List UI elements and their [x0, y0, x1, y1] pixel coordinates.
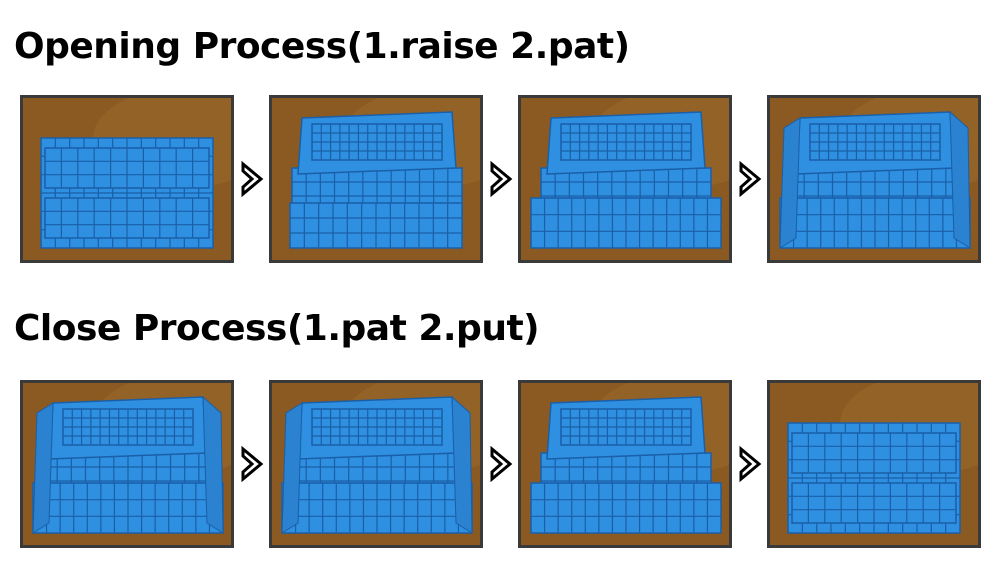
crate-photo-open	[20, 380, 234, 548]
arrow-right-icon	[489, 445, 513, 483]
crate-photo-two-sides-raised	[518, 95, 732, 263]
arrow-right-icon	[240, 445, 264, 483]
crate-photo-one-side-raised	[269, 95, 483, 263]
crate-photo-open	[767, 95, 981, 263]
crate-photo-two-sides-lowered	[518, 380, 732, 548]
arrow-right-icon	[738, 160, 762, 198]
arrow-right-icon	[240, 160, 264, 198]
close-process-title: Close Process(1.pat 2.put)	[14, 308, 540, 349]
arrow-right-icon	[489, 160, 513, 198]
opening-process-title: Opening Process(1.raise 2.pat)	[14, 26, 630, 67]
crate-photo-folded	[767, 380, 981, 548]
crate-photo-one-side-lowered	[269, 380, 483, 548]
arrow-right-icon	[738, 445, 762, 483]
crate-photo-folded	[20, 95, 234, 263]
